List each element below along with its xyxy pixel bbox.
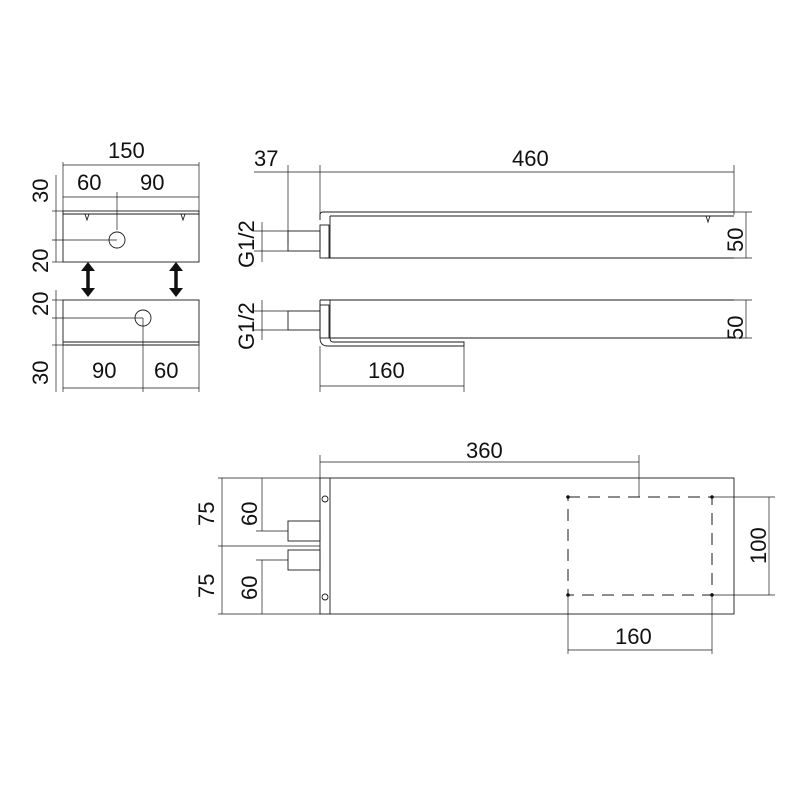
dim-60-lower: 60 xyxy=(237,576,262,600)
dim-150: 150 xyxy=(108,138,145,163)
dim-50-top: 50 xyxy=(723,228,748,252)
dim-75-lower: 75 xyxy=(194,574,219,598)
dim-160-side: 160 xyxy=(368,358,405,383)
dim-90-top: 90 xyxy=(140,170,164,195)
dim-30-bottom: 30 xyxy=(28,361,53,385)
dim-90-bottom: 90 xyxy=(92,358,116,383)
dim-60-top: 60 xyxy=(77,170,101,195)
dim-60-bottom: 60 xyxy=(154,358,178,383)
dim-50-bottom: 50 xyxy=(723,316,748,340)
dim-360: 360 xyxy=(466,438,503,463)
dim-100: 100 xyxy=(746,527,771,564)
dim-460: 460 xyxy=(512,146,549,171)
dim-75-upper: 75 xyxy=(194,502,219,526)
plan-view xyxy=(218,455,775,654)
reversible-arrows xyxy=(81,262,183,297)
dim-60-upper: 60 xyxy=(237,502,262,526)
dim-20-bottom: 20 xyxy=(28,292,53,316)
dim-37: 37 xyxy=(254,146,278,171)
dim-160-plan: 160 xyxy=(615,624,652,649)
dim-20-top: 20 xyxy=(28,249,53,273)
side-view-top xyxy=(254,165,752,262)
front-view-top xyxy=(52,162,200,263)
thread-g12-top: G1/2 xyxy=(234,220,259,268)
dim-30-top: 30 xyxy=(28,179,53,203)
thread-g12-bottom: G1/2 xyxy=(234,302,259,350)
side-view-bottom xyxy=(254,299,752,392)
front-view-bottom xyxy=(52,290,200,392)
